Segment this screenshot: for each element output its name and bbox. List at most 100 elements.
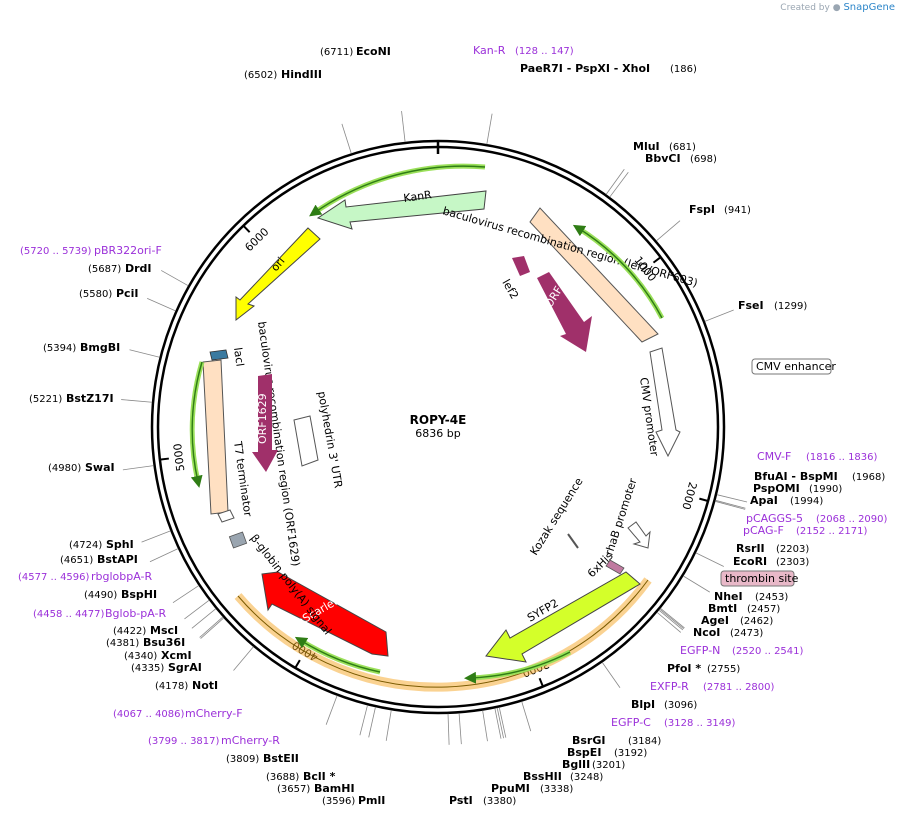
svg-text:(4980): (4980) (48, 463, 81, 474)
site-bamhi[interactable]: (3657) BamHI (277, 782, 355, 795)
site-nhei[interactable]: NheI (2453) (714, 590, 788, 603)
site-leader-line (498, 707, 507, 738)
t7-terminator-feature[interactable] (217, 509, 235, 523)
svg-text:pBR322ori-F: pBR322ori-F (94, 244, 162, 257)
svg-text:SwaI: SwaI (85, 461, 115, 474)
site-sphi[interactable]: (4724) SphI (69, 538, 134, 551)
svg-text:BglII: BglII (562, 758, 590, 771)
baculo-lef2-region[interactable] (529, 207, 659, 343)
site-sgrai[interactable]: (4335) SgrAI (131, 661, 202, 674)
lef2-feature[interactable] (512, 256, 530, 276)
svg-text:(6502): (6502) (244, 70, 277, 81)
site-agei[interactable]: AgeI (2462) (701, 614, 773, 627)
site-leader-line (695, 552, 724, 567)
site-pmli[interactable]: (3596) PmlI (322, 794, 385, 807)
svg-text:BssHII: BssHII (523, 770, 562, 783)
site-rsrii[interactable]: RsrII (2203) (736, 542, 809, 555)
svg-text:rbglobpA-R: rbglobpA-R (91, 570, 152, 583)
site-pcii[interactable]: (5580) PciI (79, 287, 138, 300)
cmv-enhancer-box[interactable]: CMV enhancer (751, 358, 836, 375)
site-bspei[interactable]: BspEI (3192) (567, 746, 647, 759)
site-bstapi[interactable]: (4651) BstAPI (60, 553, 138, 566)
thrombin-site-box[interactable]: thrombin site (720, 570, 799, 587)
svg-text:(2303): (2303) (776, 557, 809, 568)
site-leader-line (494, 708, 502, 739)
site-swai[interactable]: (4980) SwaI (48, 461, 115, 474)
site-pspomi[interactable]: PspOMI (1990) (753, 482, 842, 495)
site-hindiii[interactable]: (6502) HindIII (244, 68, 322, 81)
baculo-orf1629-region[interactable] (202, 359, 229, 515)
primer-pbr322ori-f[interactable]: (5720 .. 5739) pBR322ori-F (20, 244, 162, 257)
laci-feature[interactable] (209, 349, 229, 361)
ruler-tick-label: 5000 (171, 443, 187, 472)
site-bmti[interactable]: BmtI (2457) (708, 602, 780, 615)
primer-exfp-r[interactable]: EXFP-R (2781 .. 2800) (650, 680, 775, 693)
orf603-feature[interactable] (537, 272, 592, 352)
site-leader-line (385, 710, 392, 741)
svg-text:FseI: FseI (738, 299, 764, 312)
svg-text:(2068 .. 2090): (2068 .. 2090) (816, 514, 888, 525)
site-xcmi[interactable]: (4340) XcmI (124, 649, 192, 662)
site-econi[interactable]: (6711) EcoNI (320, 45, 391, 58)
site-msci[interactable]: (4422) MscI (113, 624, 178, 637)
his-tag-feature[interactable] (605, 559, 625, 575)
ori-feature[interactable] (235, 227, 321, 322)
svg-text:EcoNI: EcoNI (356, 45, 391, 58)
site-pfoi[interactable]: PfoI * (2755) (667, 662, 740, 675)
primer-mcherry-f[interactable]: (4067 .. 4086) mCherry-F (113, 707, 243, 720)
primer-rbglobpa-r[interactable]: (4577 .. 4596) rbglobpA-R (18, 570, 152, 583)
polyhedrin-utr-feature[interactable] (293, 415, 319, 467)
site-bfuai[interactable]: BfuAI - BspMI (1968) (754, 470, 885, 483)
site-bbvci[interactable]: BbvCI (698) (645, 152, 717, 165)
primer-mcherry-r[interactable]: (3799 .. 3817) mCherry-R (148, 734, 280, 747)
orf1629-feature[interactable] (252, 374, 278, 472)
rhab-promoter-feature[interactable] (627, 521, 651, 549)
site-bsshii[interactable]: BssHII (3248) (523, 770, 603, 783)
bglobin-feature[interactable] (228, 531, 248, 549)
site-fspi[interactable]: FspI (941) (689, 203, 751, 216)
site-drdi[interactable]: (5687) DrdI (88, 262, 152, 275)
svg-text:NcoI: NcoI (693, 626, 720, 639)
site-bmgbi[interactable]: (5394) BmgBI (43, 341, 120, 354)
site-bsu36i[interactable]: (4381) Bsu36I (106, 636, 185, 649)
primer-egfp-c[interactable]: EGFP-C (3128 .. 3149) (611, 716, 736, 729)
site-blpi[interactable]: BlpI (3096) (631, 698, 697, 711)
site-psti[interactable]: PstI (3380) (449, 794, 516, 807)
site-mlui[interactable]: MluI (681) (633, 140, 696, 153)
site-ppumi[interactable]: PpuMI (3338) (491, 782, 573, 795)
site-bglii[interactable]: BglII (3201) (562, 758, 625, 771)
cmv-promoter-feature[interactable] (649, 347, 681, 458)
kozak-feature[interactable] (567, 533, 579, 549)
site-bsphi[interactable]: (4490) BspHI (84, 588, 157, 601)
site-leader-line (129, 349, 160, 358)
site-ncoi[interactable]: NcoI (2473) (693, 626, 763, 639)
ruler-tick (699, 497, 708, 502)
kanr-feature[interactable] (316, 190, 487, 230)
primer-labels: Kan-R (128 .. 147) CMV-F (1816 .. 1836) … (18, 44, 888, 747)
site-bsteii[interactable]: (3809) BstEII (226, 752, 299, 765)
site-leader-line (233, 646, 254, 671)
svg-text:PmlI: PmlI (358, 794, 385, 807)
site-bstz17i[interactable]: (5221) BstZ17I (29, 392, 114, 405)
site-noti[interactable]: (4178) NotI (155, 679, 218, 692)
site-bsrgi[interactable]: BsrGI (3184) (572, 734, 661, 747)
site-bcli[interactable]: (3688) BclI * (266, 770, 336, 783)
primer-bglob-pa-r[interactable]: (4458 .. 4477) Bglob-pA-R (33, 607, 167, 620)
svg-text:BclI *: BclI * (303, 770, 336, 783)
site-leader-line (660, 608, 685, 629)
primer-pcag-f[interactable]: pCAG-F (2152 .. 2171) (743, 524, 868, 537)
site-leader-line (656, 612, 682, 633)
site-fsei[interactable]: FseI (1299) (738, 299, 807, 312)
primer-cmv-f[interactable]: CMV-F (1816 .. 1836) (757, 450, 878, 463)
syfp2-feature[interactable] (485, 571, 641, 663)
primer-egfp-n[interactable]: EGFP-N (2520 .. 2541) (680, 644, 804, 657)
mscarlet-feature[interactable] (261, 571, 389, 657)
site-xhoi[interactable]: PaeR7I - PspXI - XhoI (186) (520, 62, 697, 75)
site-ecori[interactable]: EcoRI (2303) (733, 555, 809, 568)
primer-kan-r[interactable]: Kan-R (128 .. 147) (473, 44, 574, 57)
primer-pcaggs-5[interactable]: pCAGGS-5 (2068 .. 2090) (746, 512, 888, 525)
site-leader-line (359, 705, 368, 736)
site-apai[interactable]: ApaI (1994) (750, 494, 823, 507)
svg-text:NotI: NotI (192, 679, 218, 692)
mscarlet-direction-arrow (294, 636, 381, 673)
